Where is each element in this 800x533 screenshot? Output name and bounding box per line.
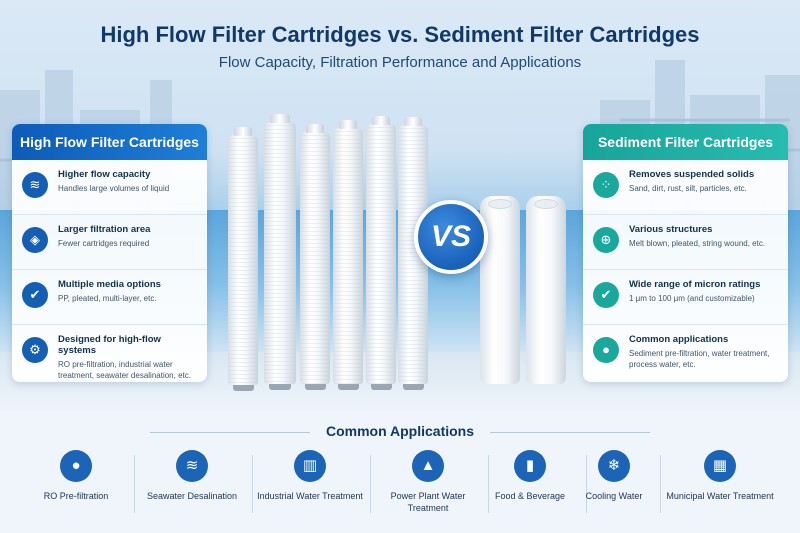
page-title: High Flow Filter Cartridges vs. Sediment… xyxy=(100,22,700,47)
feature-item: ≋ Higher flow capacity Handles large vol… xyxy=(12,160,207,215)
panel-title: Sediment Filter Cartridges xyxy=(583,124,788,160)
feature-desc: PP, pleated, multi-layer, etc. xyxy=(58,294,157,303)
feature-item: ◈ Larger filtration area Fewer cartridge… xyxy=(12,215,207,270)
feature-title: Various structures xyxy=(629,224,713,235)
application-label: Power Plant Water Treatment xyxy=(390,491,466,513)
divider xyxy=(586,455,587,513)
application-item: ❄ Cooling Water xyxy=(558,450,670,502)
particles-icon: ⁘ xyxy=(593,172,619,198)
high-flow-panel: High Flow Filter Cartridges ≋ Higher flo… xyxy=(12,124,207,382)
waves-icon: ≋ xyxy=(22,172,48,198)
feature-desc: Fewer cartridges required xyxy=(58,239,150,248)
feature-title: Higher flow capacity xyxy=(58,169,151,180)
application-item: ▥ Industrial Water Treatment xyxy=(254,450,366,502)
applications-title: Common Applications xyxy=(325,423,475,439)
feature-item: ● Common applications Sediment pre-filtr… xyxy=(583,325,788,380)
feature-item: ⚙ Designed for high-flow systems RO pre-… xyxy=(12,325,207,380)
panel-title: High Flow Filter Cartridges xyxy=(12,124,207,160)
sediment-cartridge xyxy=(526,196,566,384)
application-label: Industrial Water Treatment xyxy=(257,491,363,501)
feature-desc: Sand, dirt, rust, silt, particles, etc. xyxy=(629,184,747,193)
feature-item: ⁘ Removes suspended solids Sand, dirt, r… xyxy=(583,160,788,215)
application-item: ▮ Food & Beverage xyxy=(474,450,586,502)
high-flow-cartridge xyxy=(300,124,330,390)
city-icon: ▦ xyxy=(704,450,736,482)
bottle-glass-icon: ▮ xyxy=(514,450,546,482)
shield-icon: ✔ xyxy=(22,282,48,308)
feature-title: Larger filtration area xyxy=(58,224,151,235)
feature-item: ✔ Wide range of micron ratings 1 μm to 1… xyxy=(583,270,788,325)
feature-title: Common applications xyxy=(629,334,729,345)
application-label: Food & Beverage xyxy=(494,491,566,501)
application-item: ▦ Municipal Water Treatment xyxy=(664,450,776,502)
applications-section: Common Applications ● RO Pre-filtration … xyxy=(0,410,800,533)
vs-badge: VS xyxy=(414,200,488,274)
snowflake-icon: ❄ xyxy=(598,450,630,482)
sediment-panel: Sediment Filter Cartridges ⁘ Removes sus… xyxy=(583,124,788,382)
high-flow-cartridge xyxy=(228,127,258,391)
divider xyxy=(490,432,650,433)
factory-icon: ▥ xyxy=(294,450,326,482)
application-label: Seawater Desalination xyxy=(146,491,238,501)
feature-desc: Melt blown, pleated, string wound, etc. xyxy=(629,239,766,248)
layers-icon: ◈ xyxy=(22,227,48,253)
page-subtitle: Flow Capacity, Filtration Performance an… xyxy=(218,54,582,71)
feature-desc: Sediment pre-filtration, water treatment… xyxy=(629,349,770,369)
application-item: ≋ Seawater Desalination xyxy=(136,450,248,502)
application-label: RO Pre-filtration xyxy=(43,491,109,501)
divider xyxy=(660,455,661,513)
power-plant-icon: ▲ xyxy=(412,450,444,482)
divider xyxy=(134,455,135,513)
feature-title: Wide range of micron ratings xyxy=(629,279,761,290)
application-label: Municipal Water Treatment xyxy=(666,491,774,501)
feature-title: Multiple media options xyxy=(58,279,161,290)
application-item: ● RO Pre-filtration xyxy=(20,450,132,502)
divider xyxy=(252,455,253,513)
feature-item: ✔ Multiple media options PP, pleated, mu… xyxy=(12,270,207,325)
application-item: ▲ Power Plant Water Treatment xyxy=(372,450,484,514)
feature-desc: Handles large volumes of liquid xyxy=(58,184,170,193)
target-icon: ⊕ xyxy=(593,227,619,253)
high-flow-cartridge xyxy=(366,116,396,390)
feature-title: Designed for high-flow systems xyxy=(58,334,161,356)
gear-icon: ⚙ xyxy=(22,337,48,363)
shield-icon: ✔ xyxy=(593,282,619,308)
high-flow-cartridge xyxy=(264,114,296,390)
droplet-icon: ● xyxy=(593,337,619,363)
waves-icon: ≋ xyxy=(176,450,208,482)
feature-desc: RO pre-filtration, industrial water trea… xyxy=(58,360,191,380)
application-label: Cooling Water xyxy=(585,491,643,501)
divider xyxy=(150,432,310,433)
feature-title: Removes suspended solids xyxy=(629,169,755,180)
high-flow-cartridge xyxy=(333,120,363,390)
feature-desc: 1 μm to 100 μm (and customizable) xyxy=(629,294,755,303)
divider xyxy=(370,455,371,513)
feature-item: ⊕ Various structures Melt blown, pleated… xyxy=(583,215,788,270)
divider xyxy=(488,455,489,513)
droplet-icon: ● xyxy=(60,450,92,482)
